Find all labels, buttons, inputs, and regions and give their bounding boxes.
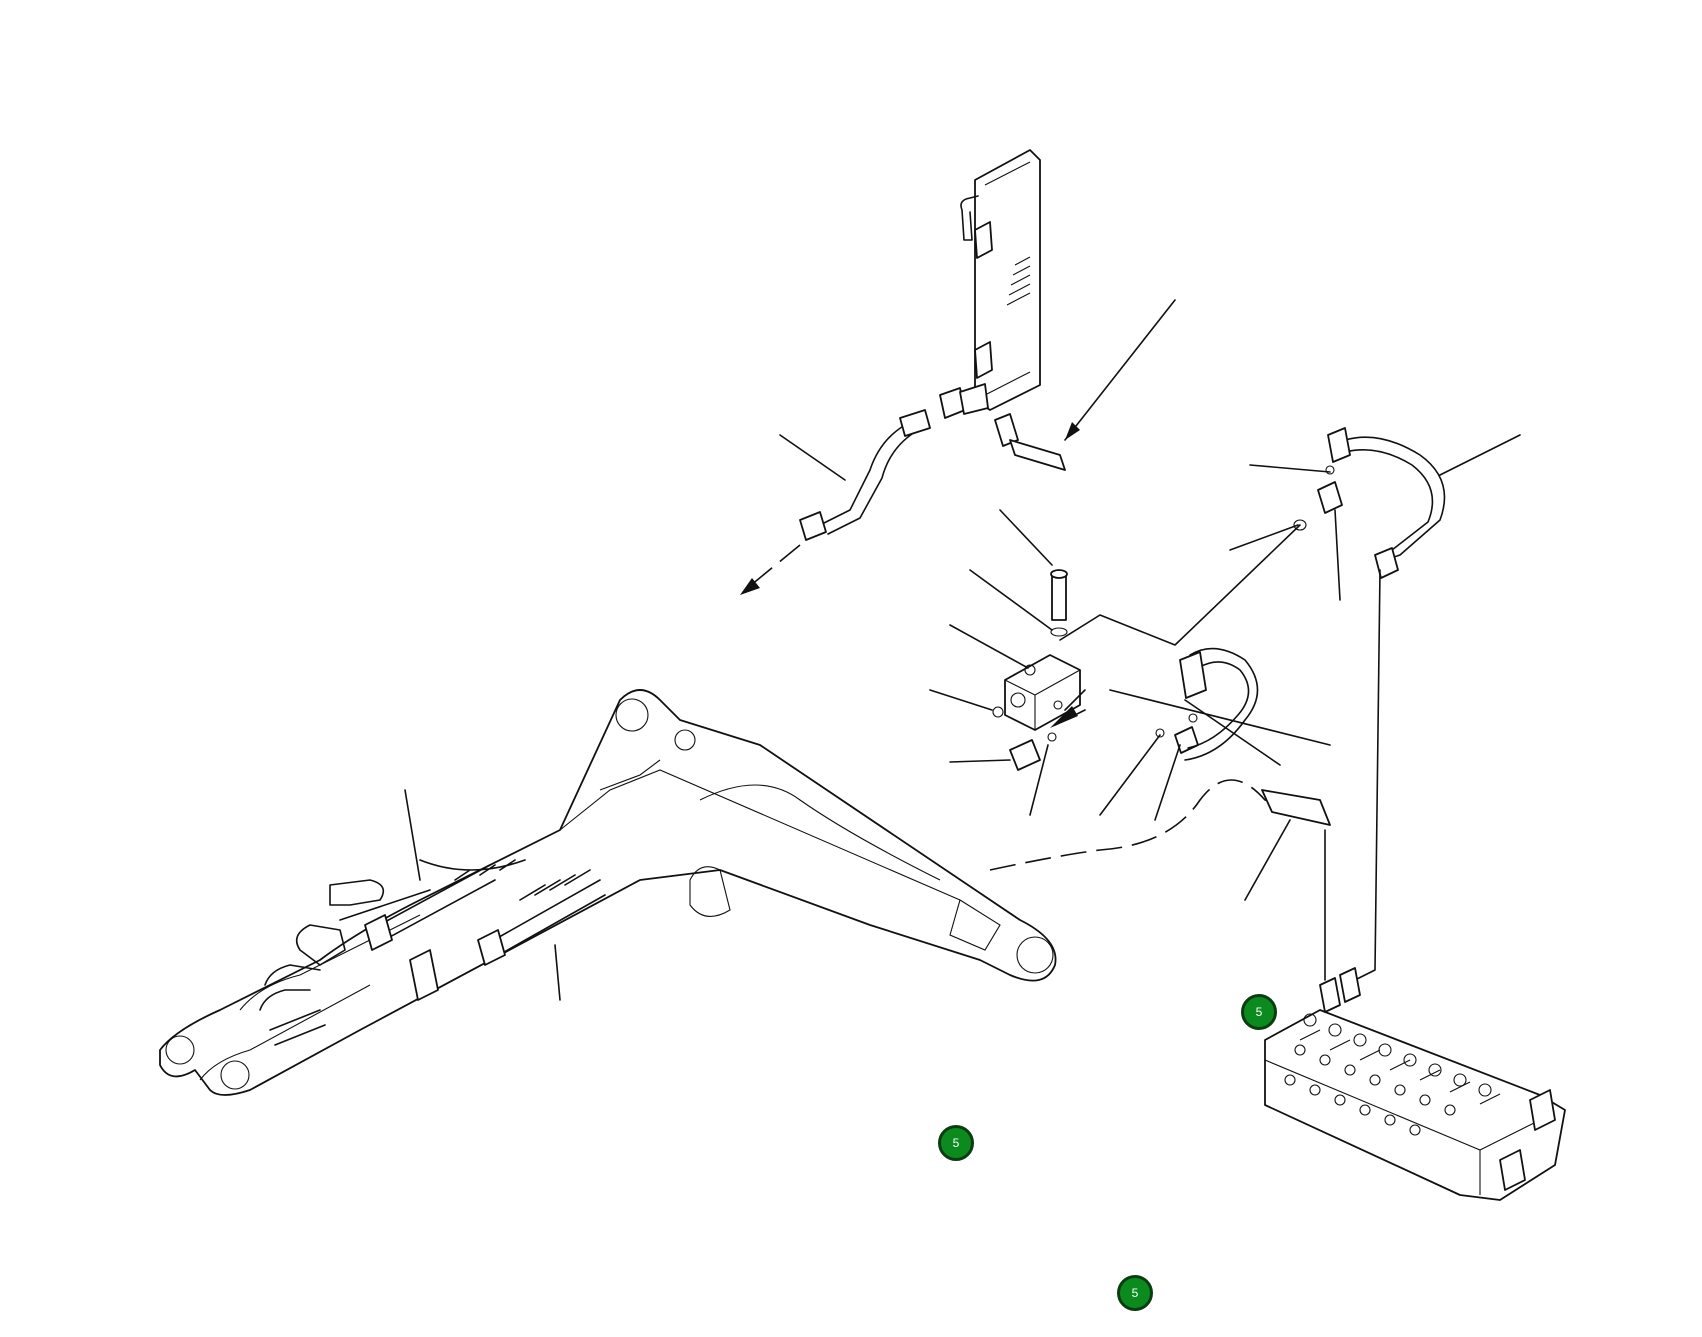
valve-block: [929, 509, 1331, 816]
cooler-supply-hose: [740, 409, 931, 595]
callout-marker-1[interactable]: 5: [1241, 994, 1277, 1030]
hose-fittings: [1099, 699, 1281, 821]
callout-marker-3[interactable]: 5: [1117, 1275, 1153, 1311]
boom-arm: [159, 689, 1057, 1096]
dashed-hose-route: [989, 779, 1331, 901]
cooler-return-hose: [994, 299, 1176, 471]
callout-label: 5: [1255, 1005, 1263, 1019]
boom-hoses: [259, 789, 606, 1046]
oil-cooler: [939, 149, 1041, 419]
callout-label: 5: [1131, 1286, 1139, 1300]
top-right-hose: [1229, 427, 1521, 986]
callout-label: 5: [952, 1136, 960, 1150]
callout-marker-2[interactable]: 5: [938, 1125, 974, 1161]
pilot-hose-loop: [1179, 647, 1259, 761]
control-valve: [1264, 967, 1566, 1201]
